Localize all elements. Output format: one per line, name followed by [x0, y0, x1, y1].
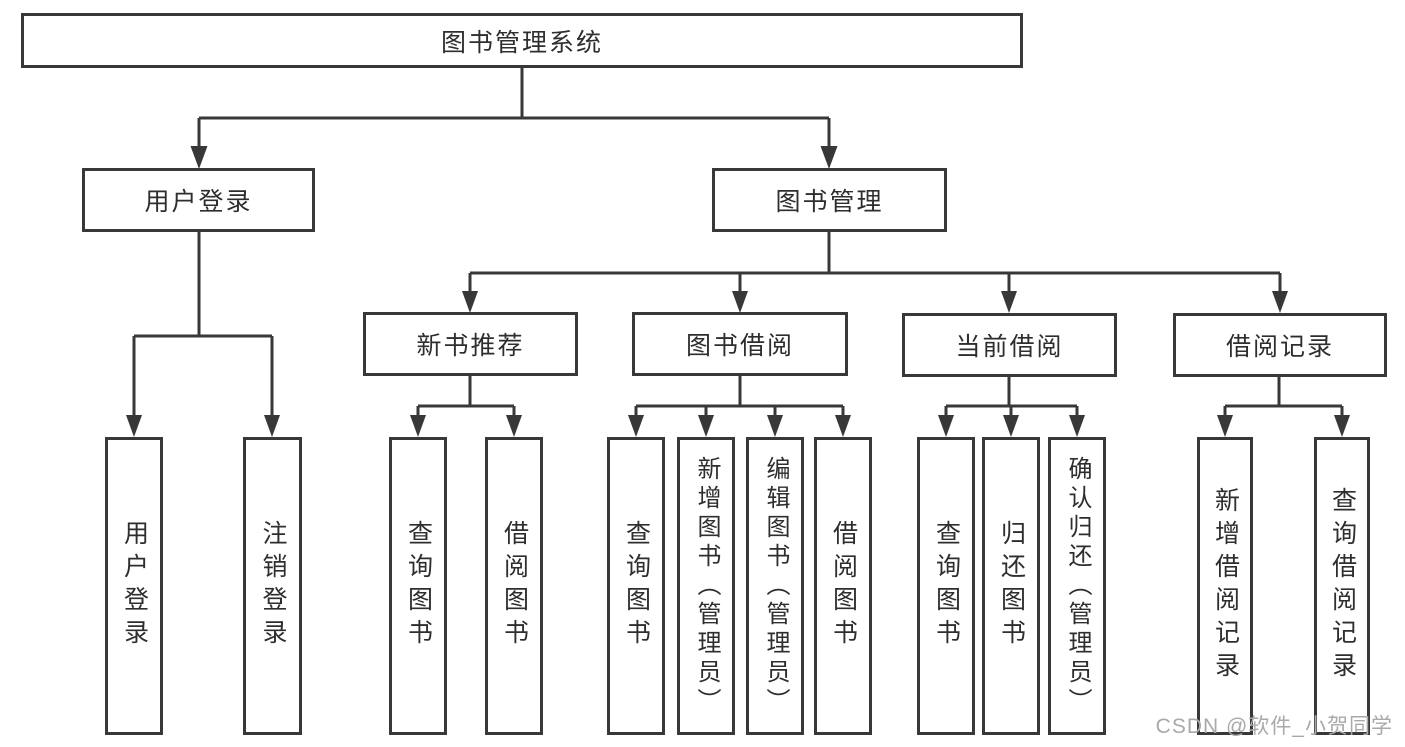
node-user-login-module: 用户登录: [82, 168, 315, 232]
arrowhead: [1334, 415, 1350, 437]
connector-borrow-children: [634, 376, 845, 416]
connector-user-login-children: [132, 232, 274, 416]
arrowhead: [1217, 415, 1233, 437]
connector-book-mgmt-sections: [468, 232, 1282, 292]
connector-records-children: [1223, 377, 1344, 416]
node-borrow-borrow-book: 借阅图书: [814, 437, 872, 735]
arrowhead: [190, 146, 208, 169]
node-logout: 注销登录: [243, 437, 302, 735]
node-current-return-book: 归还图书: [982, 437, 1040, 735]
arrowhead: [628, 415, 644, 437]
node-current-borrow: 当前借阅: [902, 313, 1117, 377]
node-borrow-records: 借阅记录: [1173, 313, 1387, 377]
node-book-management-module: 图书管理: [712, 168, 947, 232]
node-recommend-query-book: 查询图书: [389, 437, 447, 735]
connector-current-children: [944, 377, 1079, 416]
arrowhead: [767, 415, 783, 437]
arrowhead: [732, 291, 748, 313]
node-current-confirm-return-admin: 确认归还（管理员）: [1048, 437, 1106, 735]
node-root-system: 图书管理系统: [21, 13, 1023, 68]
node-borrow-add-book-admin: 新增图书（管理员）: [677, 437, 735, 735]
arrowhead: [835, 415, 851, 437]
node-current-query-book: 查询图书: [917, 437, 975, 735]
csdn-watermark: CSDN @软件_小贺同学: [1155, 715, 1393, 738]
arrowhead: [264, 415, 280, 437]
arrowhead: [1272, 291, 1288, 313]
arrowhead: [938, 415, 954, 437]
arrowhead: [506, 415, 522, 437]
node-new-book-recommend: 新书推荐: [363, 312, 578, 376]
arrowhead: [1003, 415, 1019, 437]
node-recommend-borrow-book: 借阅图书: [485, 437, 543, 735]
arrowhead: [1069, 415, 1085, 437]
arrowhead: [126, 415, 142, 437]
arrowhead: [698, 415, 714, 437]
connector-root-to-modules: [197, 68, 831, 147]
arrowhead: [462, 291, 478, 313]
node-records-add-record: 新增借阅记录: [1197, 437, 1253, 735]
connector-recommend-children: [416, 376, 516, 416]
node-borrow-edit-book-admin: 编辑图书（管理员）: [746, 437, 804, 735]
arrowhead: [1001, 291, 1017, 313]
node-book-borrow: 图书借阅: [632, 312, 848, 376]
node-user-login: 用户登录: [105, 437, 163, 735]
arrowhead: [410, 415, 426, 437]
arrowhead: [820, 146, 838, 169]
node-records-query-record: 查询借阅记录: [1314, 437, 1370, 735]
node-borrow-query-book: 查询图书: [607, 437, 665, 735]
